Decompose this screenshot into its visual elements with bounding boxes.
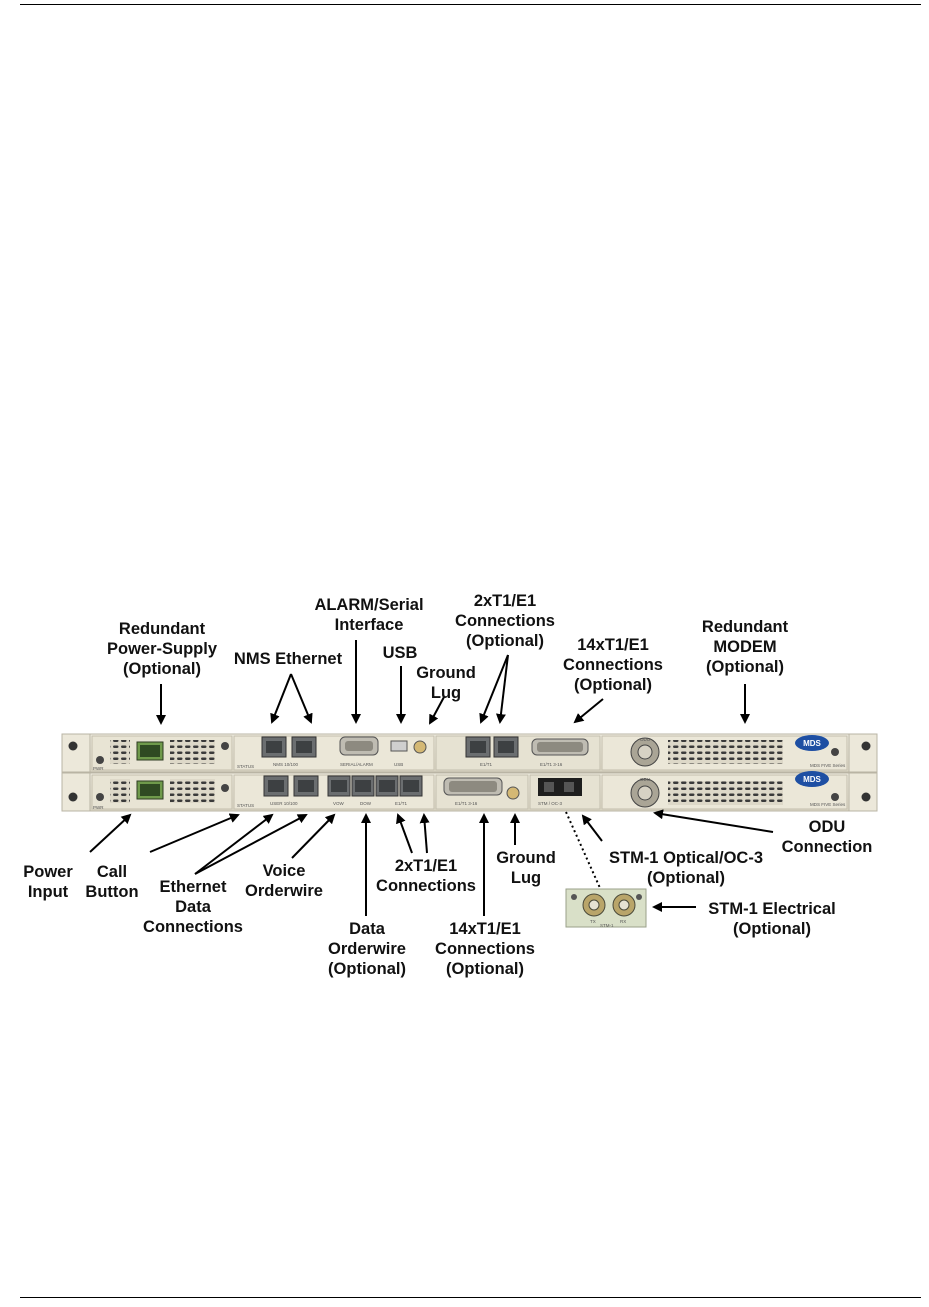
e1t1-16-label-upper: E1/T1 3-16 bbox=[540, 762, 563, 767]
callout-stm1-electrical: STM-1 Electrical (Optional) bbox=[708, 900, 836, 938]
bottom-arrows bbox=[89, 809, 774, 916]
callout-ethernet-data: Ethernet Data Connections bbox=[143, 878, 243, 936]
user-port-label: USER 10/100 bbox=[270, 801, 298, 806]
callout-14xt1e1-top: 14xT1/E1 Connections (Optional) bbox=[563, 636, 663, 694]
arrow-stm1-optical bbox=[581, 814, 603, 842]
arrow-power-input bbox=[89, 813, 132, 853]
series-label-lower: MDS FIVE Series bbox=[810, 802, 846, 807]
status-label-upper: STATUS bbox=[237, 764, 254, 769]
serial-port-label: SERIAL/ALARM bbox=[340, 762, 373, 767]
odu-label-upper: ODU bbox=[640, 737, 650, 742]
footer-rule bbox=[20, 1297, 921, 1298]
pwr-label-lower: PWR bbox=[93, 805, 104, 810]
callout-ground-lug-top: Ground Lug bbox=[416, 664, 476, 702]
tx-label: TX bbox=[590, 919, 596, 924]
callout-stm1-optical: STM-1 Optical/OC-3 (Optional) bbox=[608, 849, 764, 887]
mds-logo-lower: MDS bbox=[803, 775, 821, 784]
callout-odu-connection: ODU Connection bbox=[781, 818, 873, 856]
callout-data-orderwire: Data Orderwire (Optional) bbox=[328, 920, 406, 978]
arrow-2xt1e1-bottom-2 bbox=[419, 813, 430, 854]
callout-voice-orderwire: Voice Orderwire bbox=[245, 862, 323, 900]
e1t1-port-label-lower: E1/T1 bbox=[395, 801, 408, 806]
callout-redundant-modem: Redundant MODEM (Optional) bbox=[701, 618, 789, 676]
brand-logos: MDS MDS bbox=[803, 739, 821, 784]
arrow-2xt1e1-top-2 bbox=[495, 654, 509, 724]
arrow-nms-ethernet-2 bbox=[290, 673, 313, 724]
arrow-voice-orderwire bbox=[291, 813, 336, 859]
header-rule bbox=[20, 4, 921, 5]
callout-usb: USB bbox=[382, 644, 418, 662]
callout-14xt1e1-bottom: 14xT1/E1 Connections (Optional) bbox=[435, 920, 535, 978]
top-arrows bbox=[156, 640, 750, 725]
callout-2xt1e1-bottom: 2xT1/E1 Connections bbox=[376, 857, 476, 895]
arrow-nms-ethernet-1 bbox=[270, 673, 292, 724]
arrow-2xt1e1-bottom-1 bbox=[396, 813, 413, 854]
mds-logo-upper: MDS bbox=[803, 739, 821, 748]
inset-dotted-line bbox=[565, 811, 601, 889]
callout-call-button: Call Button bbox=[85, 863, 139, 901]
e1t1-port-label-upper: E1/T1 bbox=[480, 762, 493, 767]
callout-2xt1e1-top: 2xT1/E1 Connections (Optional) bbox=[455, 592, 555, 650]
pwr-label-upper: PWR bbox=[93, 766, 104, 771]
upper-unit bbox=[61, 733, 878, 773]
odu-label-lower: ODU bbox=[640, 777, 650, 782]
callout-nms-ethernet: NMS Ethernet bbox=[233, 650, 343, 668]
callout-power-input: Power Input bbox=[23, 863, 73, 901]
arrow-ethernet-data-1 bbox=[194, 813, 274, 875]
stm1-inset-label: STM-1 bbox=[600, 923, 614, 928]
arrow-2xt1e1-top-1 bbox=[479, 654, 509, 724]
callout-alarm-serial: ALARM/Serial Interface bbox=[314, 596, 424, 634]
rx-label: RX bbox=[620, 919, 626, 924]
callout-ground-lug-bottom: Ground Lug bbox=[496, 849, 556, 887]
panel-printed-labels: PWR PWR STATUS STATUS NMS 10/100 SERIAL/… bbox=[93, 737, 846, 928]
e1t1-16-label-lower: E1/T1 3-16 bbox=[455, 801, 478, 806]
arrow-14xt1e1-top bbox=[573, 698, 604, 724]
usb-port-label: USB bbox=[394, 762, 403, 767]
arrow-ground-lug-top bbox=[429, 696, 445, 725]
arrow-ethernet-data-2 bbox=[194, 814, 308, 875]
stm1-electrical-inset bbox=[565, 888, 647, 928]
callout-redundant-power-supply: Redundant Power-Supply (Optional) bbox=[106, 620, 217, 678]
dow-port-label: DOW bbox=[360, 801, 372, 806]
stm-port-label: STM / OC-3 bbox=[538, 801, 562, 806]
arrow-odu-connection bbox=[653, 809, 774, 833]
series-label-upper: MDS FIVE Series bbox=[810, 763, 846, 768]
vow-port-label: VOW bbox=[333, 801, 345, 806]
nms-port-label: NMS 10/100 bbox=[273, 762, 299, 767]
arrow-call-button bbox=[149, 813, 240, 853]
lower-unit bbox=[61, 771, 878, 812]
status-label-lower: STATUS bbox=[237, 803, 254, 808]
